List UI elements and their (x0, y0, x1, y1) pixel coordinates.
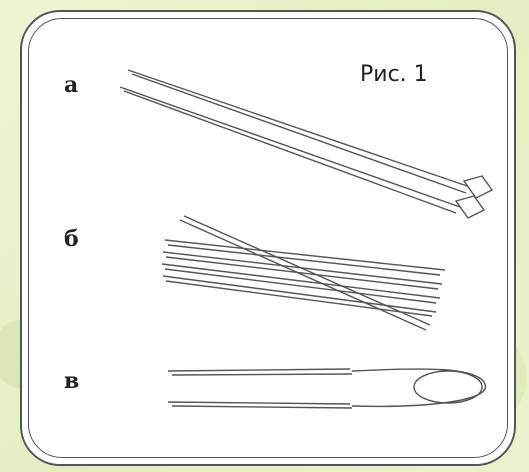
straight-needles-icon (120, 70, 492, 218)
double-pointed-needles-icon (162, 216, 445, 330)
circular-needle-icon (168, 369, 485, 408)
